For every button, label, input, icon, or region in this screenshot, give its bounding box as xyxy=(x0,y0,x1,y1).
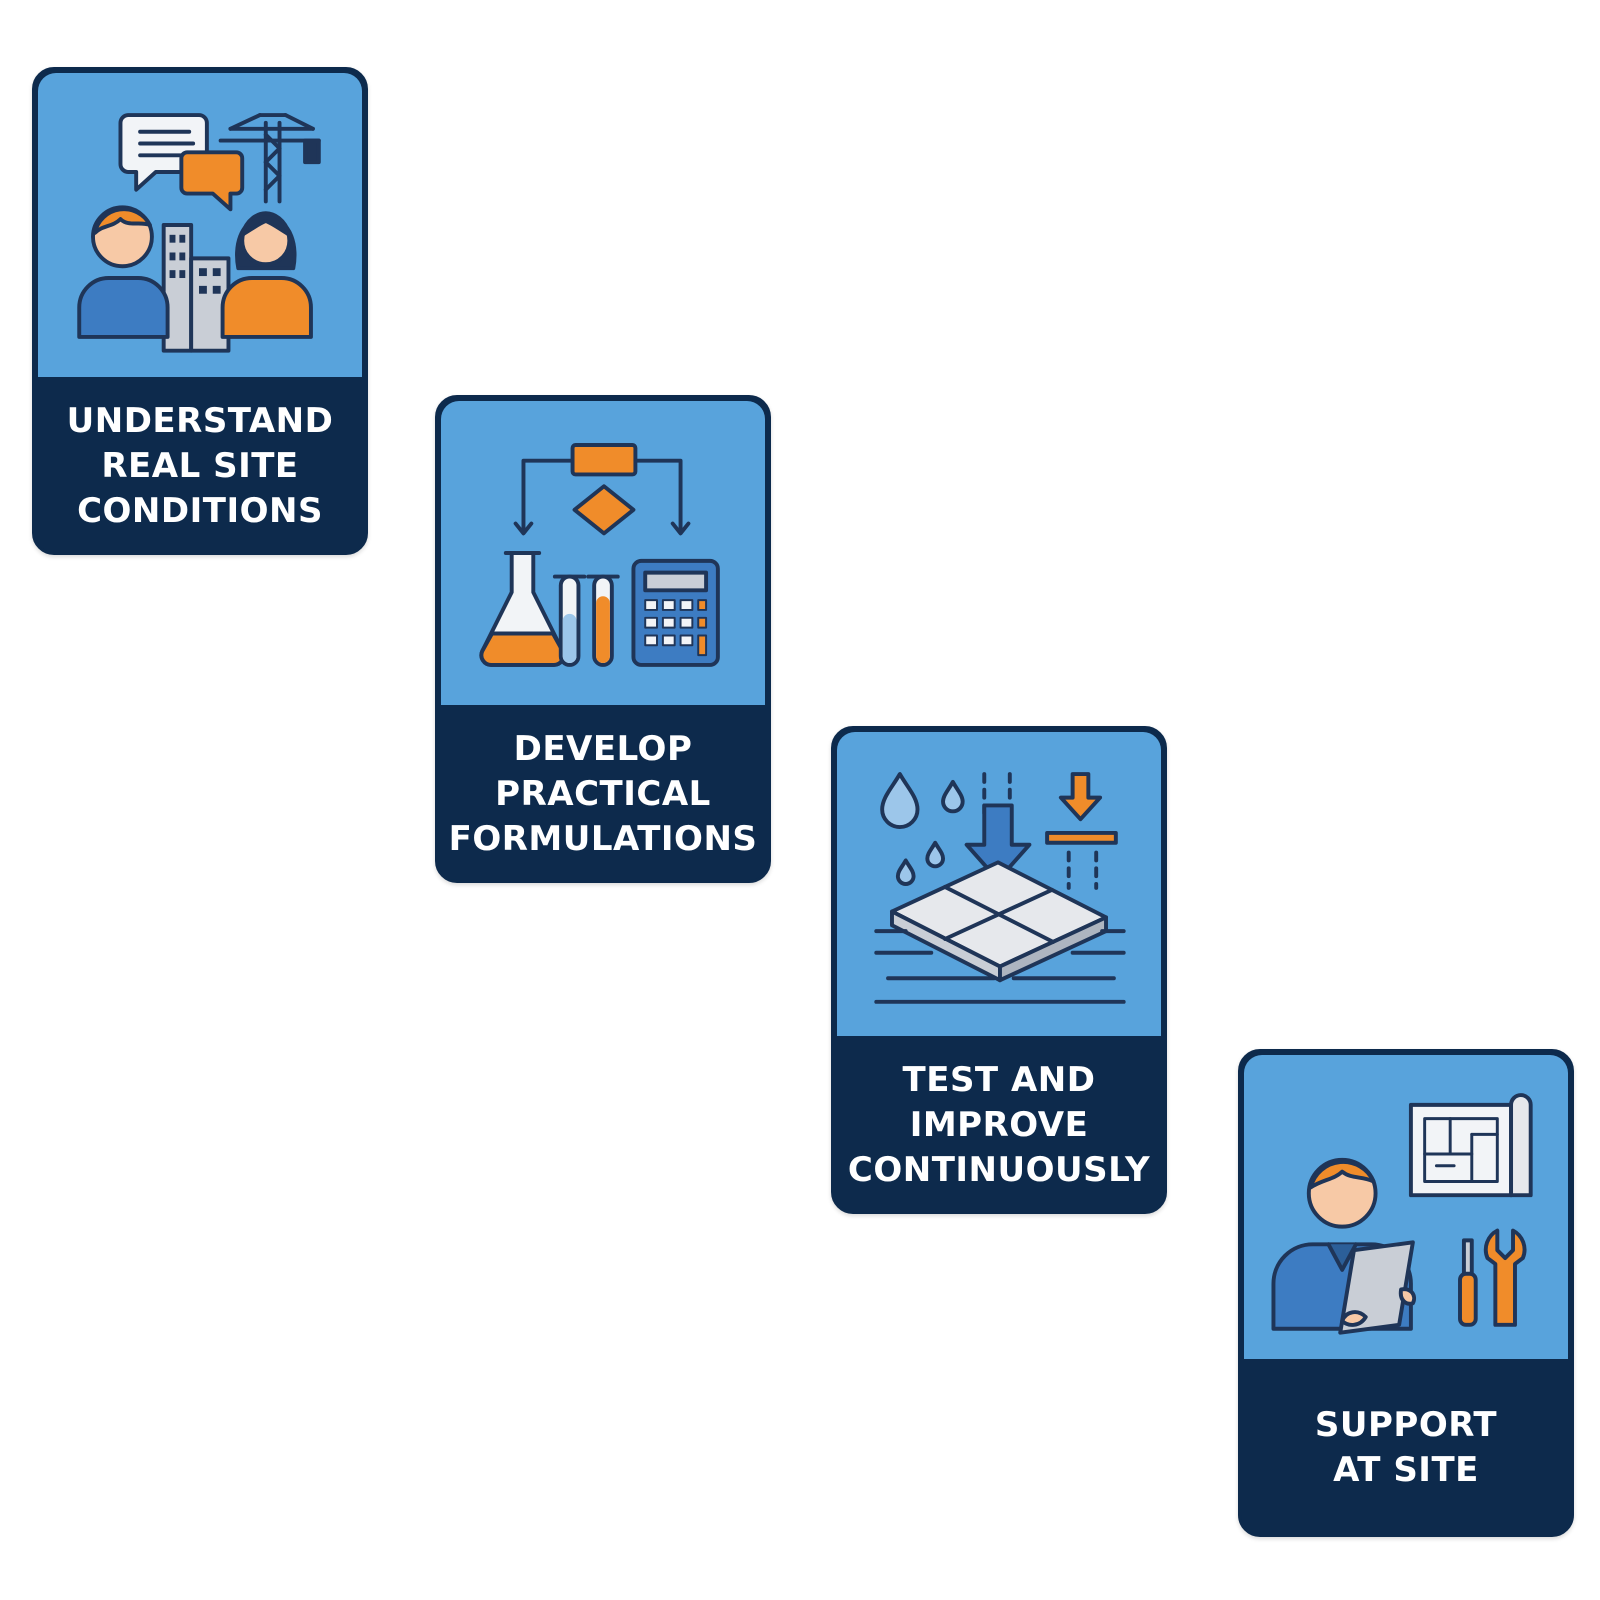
card-label: SUPPORT AT SITE xyxy=(1241,1362,1571,1534)
step-card-test: TEST AND IMPROVE CONTINUOUSLY xyxy=(831,726,1167,1214)
water-pressure-tile-test-icon xyxy=(874,772,1126,1004)
step-card-understand: UNDERSTAND REAL SITE CONDITIONS xyxy=(32,67,368,555)
card-label-line: CONTINUOUSLY xyxy=(847,1149,1151,1190)
card-label-line: REAL SITE xyxy=(101,445,299,486)
card-illustration xyxy=(441,401,765,705)
card-label-line: SUPPORT xyxy=(1314,1405,1498,1445)
card-label-line: CONDITIONS xyxy=(77,490,323,531)
card-label-line: TEST AND xyxy=(902,1059,1096,1100)
card-illustration xyxy=(38,73,362,377)
site-support-technician-icon xyxy=(1271,1093,1533,1335)
step-card-develop: DEVELOP PRACTICAL FORMULATIONS xyxy=(435,395,771,883)
step-card-support: SUPPORT AT SITE xyxy=(1238,1049,1574,1537)
people-consulting-construction-icon xyxy=(77,113,321,353)
card-label-line: PRACTICAL xyxy=(495,773,711,814)
card-label-line: UNDERSTAND xyxy=(66,400,334,441)
card-label: DEVELOP PRACTICAL FORMULATIONS xyxy=(438,708,768,880)
card-label-line: IMPROVE xyxy=(909,1104,1089,1145)
card-label: TEST AND IMPROVE CONTINUOUSLY xyxy=(834,1039,1164,1211)
lab-flowchart-calculator-icon xyxy=(479,443,720,667)
card-illustration xyxy=(1244,1055,1568,1359)
card-label-line: DEVELOP xyxy=(513,728,693,769)
card-label: UNDERSTAND REAL SITE CONDITIONS xyxy=(35,380,365,552)
card-label-line: FORMULATIONS xyxy=(448,818,758,859)
card-illustration xyxy=(837,732,1161,1036)
card-label-line: AT SITE xyxy=(1333,1450,1479,1490)
